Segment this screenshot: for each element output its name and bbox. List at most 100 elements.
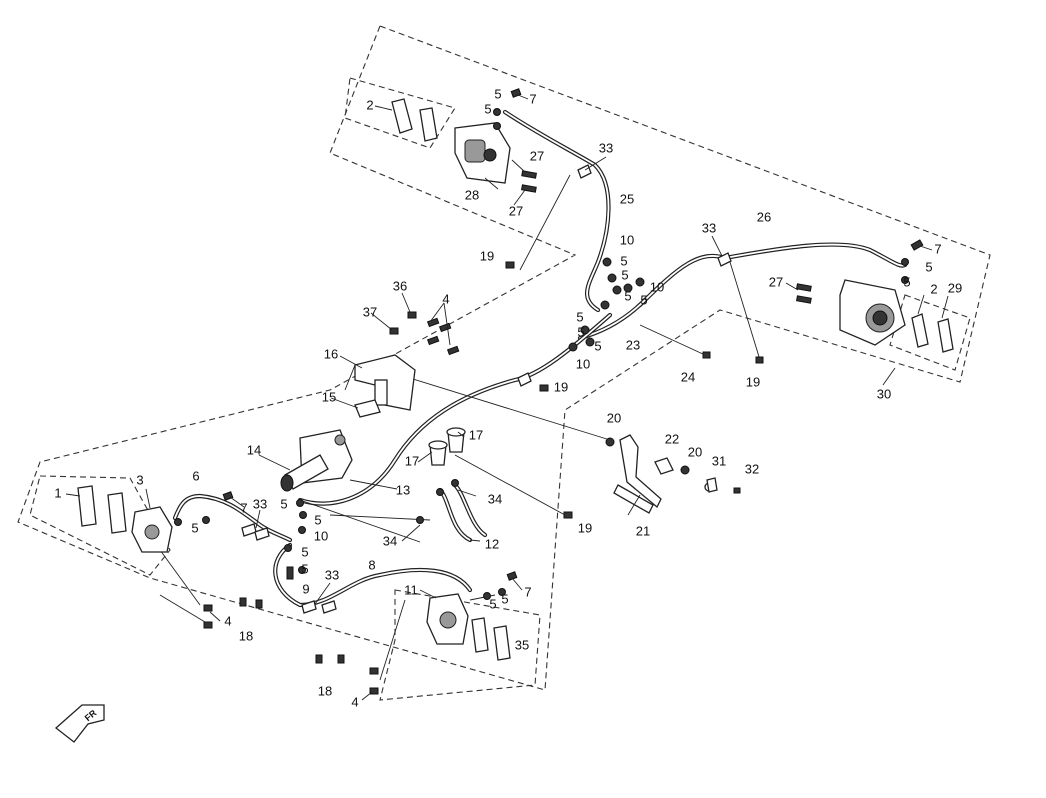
callout-6: 6 <box>192 468 199 483</box>
callout-26: 26 <box>757 209 771 224</box>
callout-7: 7 <box>934 241 941 256</box>
callout-36: 36 <box>393 278 407 293</box>
callout-17: 17 <box>469 427 483 442</box>
callout-5: 5 <box>620 253 627 268</box>
caliper-front-left <box>454 122 511 184</box>
rear-left-pad-box <box>29 475 171 576</box>
callout-22: 22 <box>665 431 679 446</box>
callout-5: 5 <box>484 101 491 116</box>
callout-19: 19 <box>554 379 568 394</box>
pad-pair-front-left <box>391 98 438 142</box>
hardware <box>174 88 924 695</box>
callout-5: 5 <box>624 288 631 303</box>
callout-5: 5 <box>494 86 501 101</box>
callout-5: 5 <box>301 544 308 559</box>
front-direction-arrow-icon <box>54 704 105 743</box>
pedal-spring-22 <box>654 457 674 475</box>
callout-18: 18 <box>239 628 253 643</box>
callout-33: 33 <box>599 140 613 155</box>
master-cylinder-14 <box>280 429 353 492</box>
callout-27: 27 <box>509 203 523 218</box>
hose-13 <box>297 312 613 506</box>
callout-4: 4 <box>224 613 231 628</box>
callout-8: 8 <box>368 557 375 572</box>
callout-15: 15 <box>322 389 336 404</box>
callout-5: 5 <box>594 338 601 353</box>
callout-32: 32 <box>745 461 759 476</box>
callout-10: 10 <box>576 356 590 371</box>
callout-25: 25 <box>620 191 634 206</box>
caliper-front-right <box>839 279 906 346</box>
callout-5: 5 <box>489 596 496 611</box>
calipers <box>131 122 906 645</box>
mounting-bracket-16 <box>344 354 416 411</box>
callout-33: 33 <box>702 220 716 235</box>
callout-5: 5 <box>280 496 287 511</box>
adjuster-31 <box>706 477 718 493</box>
callout-5: 5 <box>501 591 508 606</box>
callout-16: 16 <box>324 346 338 361</box>
front-left-caliper-assembly-outline <box>17 25 991 691</box>
pad-pair-rear-left <box>77 485 127 534</box>
master-cylinder-group <box>280 354 416 492</box>
pad-pair-front-right <box>911 313 954 353</box>
callout-37: 37 <box>363 304 377 319</box>
callout-12: 12 <box>485 536 499 551</box>
callout-2: 2 <box>930 281 937 296</box>
callout-5: 5 <box>903 274 910 289</box>
callout-2: 2 <box>366 97 373 112</box>
callout-23: 23 <box>626 337 640 352</box>
callout-9: 9 <box>302 581 309 596</box>
washers <box>174 108 909 600</box>
callout-1: 1 <box>54 485 61 500</box>
callout-labels: 1223444555555555555555555677778910101010… <box>54 86 962 709</box>
callout-14: 14 <box>247 442 261 457</box>
callout-19: 19 <box>578 520 592 535</box>
callout-11: 11 <box>404 582 418 597</box>
reservoir-upper <box>446 427 466 453</box>
reservoir-lower <box>428 440 448 466</box>
callout-5: 5 <box>576 309 583 324</box>
callout-27: 27 <box>530 148 544 163</box>
front-direction-indicator: FR <box>54 704 105 743</box>
callout-10: 10 <box>314 528 328 543</box>
callout-27: 27 <box>769 274 783 289</box>
brake-pads <box>77 98 954 661</box>
callout-33: 33 <box>253 496 267 511</box>
callout-7: 7 <box>529 91 536 106</box>
spacer-15 <box>354 399 381 418</box>
callout-28: 28 <box>465 187 479 202</box>
callout-34: 34 <box>488 491 502 506</box>
pad-pair-rear-right <box>471 617 511 661</box>
bolts <box>203 88 924 695</box>
front-left-pad-box <box>344 77 456 149</box>
callout-5: 5 <box>314 512 321 527</box>
callout-leaders <box>65 94 949 701</box>
callout-5: 5 <box>301 561 308 576</box>
hose-clamps <box>241 164 732 614</box>
callout-33: 33 <box>325 567 339 582</box>
callout-5: 5 <box>640 292 647 307</box>
callout-30: 30 <box>877 386 891 401</box>
callout-13: 13 <box>396 482 410 497</box>
callout-5: 5 <box>925 259 932 274</box>
callout-3: 3 <box>136 472 143 487</box>
fluid-reservoirs-17 <box>428 427 466 466</box>
callout-18: 18 <box>318 683 332 698</box>
brake-hoses <box>172 109 908 608</box>
callout-10: 10 <box>650 279 664 294</box>
callout-20: 20 <box>688 444 702 459</box>
callout-5: 5 <box>621 267 628 282</box>
callout-5: 5 <box>191 520 198 535</box>
callout-20: 20 <box>607 410 621 425</box>
callout-24: 24 <box>681 369 695 384</box>
callout-31: 31 <box>712 453 726 468</box>
callout-34: 34 <box>383 533 397 548</box>
callout-29: 29 <box>948 280 962 295</box>
callout-17: 17 <box>405 453 419 468</box>
guide-lines <box>159 174 761 681</box>
caliper-rear-left <box>131 506 173 553</box>
callout-4: 4 <box>442 291 449 306</box>
brake-pedal-21 <box>613 434 662 514</box>
